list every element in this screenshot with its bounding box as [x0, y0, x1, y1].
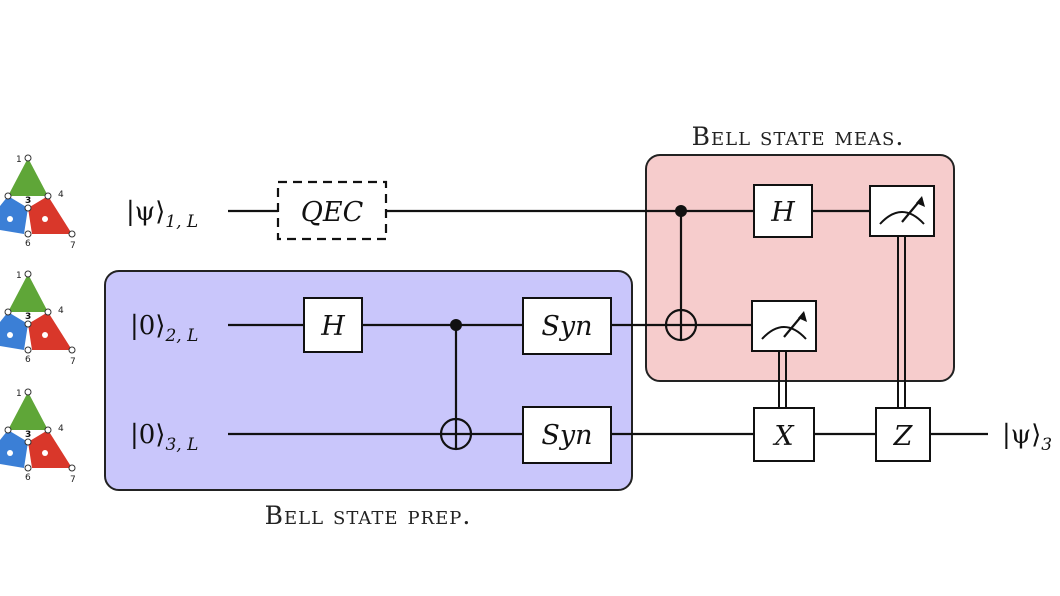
svg-text:6: 6 [25, 473, 31, 483]
cnot-prep-control [450, 319, 462, 331]
input-ket-qubit-1: |ψ⟩1, L [126, 197, 198, 232]
svg-text:4: 4 [58, 190, 64, 200]
meter-qubit-1-arc-icon [879, 211, 925, 225]
h-meas-gate [753, 184, 813, 238]
bell-meas-caption: Bell state meas. [692, 122, 905, 151]
svg-text:1: 1 [16, 271, 22, 281]
syn-gate-qubit-3-label: Syn [541, 420, 592, 451]
x-correction-gate [753, 407, 815, 462]
meter-qubit-2-arc-icon [761, 326, 807, 340]
x-correction-label: X [772, 421, 795, 452]
svg-text:3: 3 [25, 196, 31, 206]
syn-gate-qubit-3 [522, 406, 612, 464]
syn-gate-qubit-2-label: Syn [541, 311, 592, 342]
input-ket-qubit-2: |0⟩2, L [130, 311, 198, 346]
svg-text:4: 4 [58, 424, 64, 434]
input-ket-qubit-3: |0⟩3, L [130, 420, 198, 455]
qec-gate [276, 180, 388, 241]
color-code-triangle-2: 1 3 4 6 7 [0, 270, 76, 367]
cnot-meas-control [675, 205, 687, 217]
qec-gate-label: QEC [301, 197, 364, 228]
output-ket: |ψ⟩3 [1002, 420, 1052, 455]
h-prep-gate [303, 297, 363, 353]
meter-qubit-2-arrow-icon [798, 311, 807, 322]
h-meas-label: H [770, 197, 795, 228]
svg-text:6: 6 [25, 239, 31, 249]
z-correction-label: Z [893, 421, 914, 452]
cnot-meas-target [664, 308, 698, 342]
svg-text:7: 7 [70, 475, 76, 485]
svg-text:7: 7 [70, 241, 76, 251]
cnot-prep-target [439, 417, 473, 451]
h-prep-label: H [320, 311, 345, 342]
color-code-triangle-3: 1 3 4 6 7 [0, 388, 76, 485]
bell-prep-caption: Bell state prep. [265, 501, 472, 530]
meter-qubit-1-arrow-icon [916, 196, 925, 207]
svg-text:4: 4 [58, 306, 64, 316]
svg-text:6: 6 [25, 355, 31, 365]
svg-text:3: 3 [25, 312, 31, 322]
svg-text:1: 1 [16, 389, 22, 399]
svg-text:3: 3 [25, 430, 31, 440]
svg-text:1: 1 [16, 155, 22, 165]
color-code-triangle-1: 1 3 4 6 7 [0, 154, 76, 251]
syn-gate-qubit-2 [522, 297, 612, 355]
svg-text:7: 7 [70, 357, 76, 367]
z-correction-gate [875, 407, 931, 462]
